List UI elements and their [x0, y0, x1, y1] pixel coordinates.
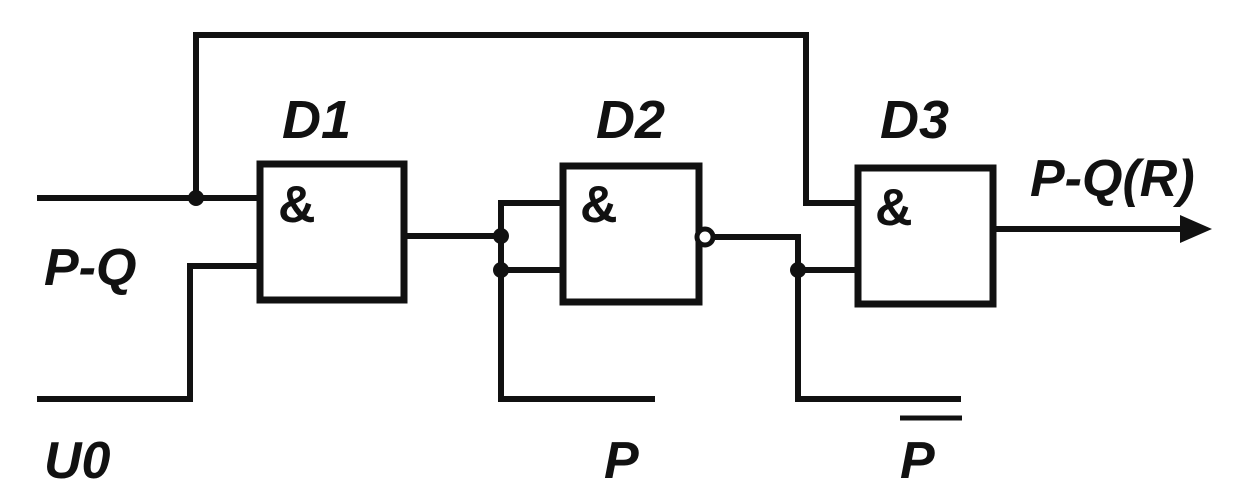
wire-p-input [498, 267, 655, 402]
wire-pbar-input [795, 267, 961, 402]
junction-pq [188, 190, 204, 206]
gate-d2-operator: & [580, 176, 618, 234]
wire-u0-input [37, 263, 265, 402]
junction-d3-in [790, 262, 806, 278]
signal-label-u0: U0 [44, 432, 111, 490]
gate-d3-body [854, 164, 997, 308]
gate-d3-operator: & [875, 179, 913, 237]
signal-label-output: P-Q(R) [1030, 150, 1195, 208]
signal-label-p: P [604, 432, 639, 490]
wire-d2-output [709, 234, 861, 273]
gate-d1: D1 & [256, 90, 408, 304]
gate-d1-label: D1 [282, 90, 351, 150]
signal-label-p-inverted: P [900, 415, 962, 490]
junctions [188, 190, 806, 278]
gate-d2-inversion-bubble [694, 226, 716, 248]
gate-d1-operator: & [278, 176, 316, 234]
gate-d3: D3 & [854, 90, 997, 308]
junction-p [493, 262, 509, 278]
gate-d1-body [256, 160, 408, 304]
wires [37, 32, 1193, 402]
signal-label-pq: P-Q [44, 239, 136, 297]
signal-label-p-inverted-text: P [900, 432, 935, 490]
wire-pq-bypass [193, 32, 861, 206]
gate-d2-label: D2 [596, 90, 665, 150]
gate-d3-label: D3 [880, 90, 949, 150]
junction-d1-out [493, 228, 509, 244]
gate-d2: D2 & [559, 90, 716, 306]
output-arrow-icon [1180, 215, 1212, 243]
